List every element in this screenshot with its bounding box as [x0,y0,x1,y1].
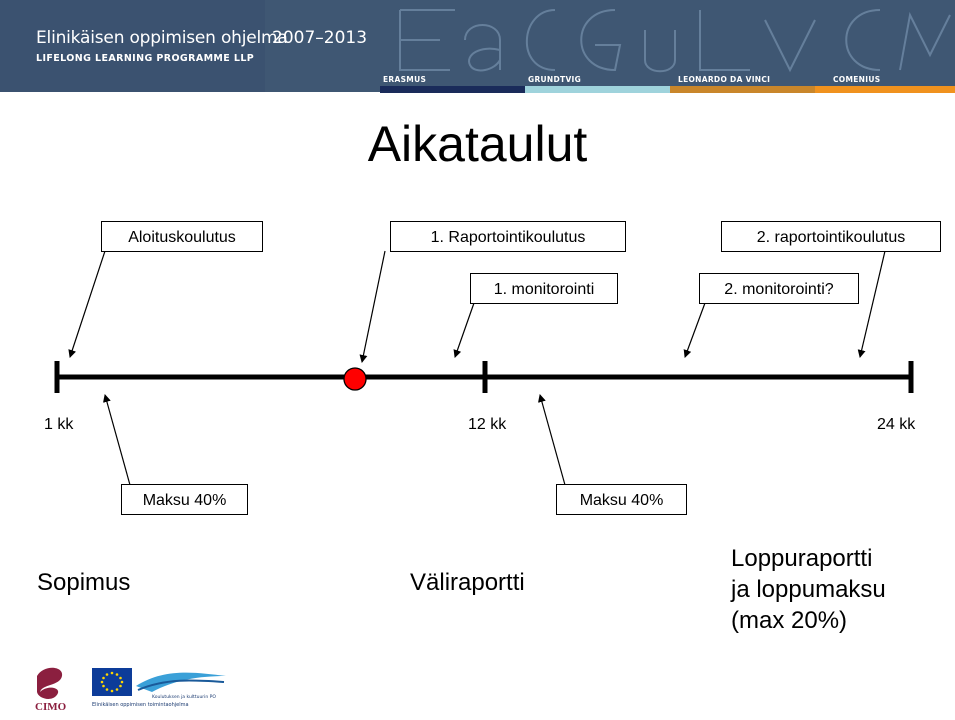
band-label-leonardo: LEONARDO DA VINCI [678,75,771,84]
callout-monitorointi-2: 2. monitorointi? [699,273,859,304]
band-erasmus [380,86,525,93]
band-grundtvig [525,86,670,93]
phase-loppuraportti-line2: ja loppumaksu [731,576,886,603]
cimo-logo-icon [37,667,63,699]
programme-header: Elinikäisen oppimisen ohjelma LIFELONG L… [0,0,955,93]
callout-raportointikoulutus-1: 1. Raportointikoulutus [390,221,626,252]
arrow-maksu2 [538,394,566,486]
phase-valiraportti: Väliraportti [410,569,525,596]
callout-monitorointi-1: 1. monitorointi [470,273,618,304]
arrow-aloituskoulutus [68,250,106,358]
eu-stars-icon [100,671,124,693]
callout-maksu-2: Maksu 40% [556,484,687,515]
arrow-maksu1 [103,394,131,486]
programme-name-en: LIFELONG LEARNING PROGRAMME LLP [36,53,255,64]
band-comenius [815,86,955,93]
band-label-comenius: COMENIUS [833,75,881,84]
footer-logos: CIMO Koulutuksen ja kulttuurin PO Elinik… [34,662,234,717]
callout-raportointikoulutus-2: 2. raportointikoulutus [721,221,941,252]
phase-loppuraportti-line3: (max 20%) [731,607,848,634]
llp-swoosh-icon [136,672,226,692]
arrow-raportointi1 [359,250,386,363]
tick-label-mid: 12 kk [468,416,507,433]
band-leonardo [670,86,815,93]
cimo-eu-logo: CIMO Koulutuksen ja kulttuurin PO Elinik… [35,667,226,713]
eu-caption-2: Elinikäisen oppimisen toimintaohjelma [92,702,189,708]
callout-maksu-1: Maksu 40% [121,484,248,515]
band-label-erasmus: ERASMUS [383,75,427,84]
page-title: Aikataulut [367,116,588,172]
tick-label-start: 1 kk [44,416,74,433]
phase-sopimus: Sopimus [37,569,131,596]
programme-name-fi: Elinikäisen oppimisen ohjelma [36,28,288,48]
arrow-monitorointi1 [453,302,475,358]
cimo-wordmark: CIMO [35,701,67,712]
decorative-lettering [399,9,951,73]
tick-label-end: 24 kk [877,416,916,433]
arrow-raportointi2 [857,250,886,358]
band-label-grundtvig: GRUNDTVIG [528,75,582,84]
phase-loppuraportti-line1: Loppuraportti [731,545,873,572]
callout-aloituskoulutus: Aloituskoulutus [101,221,263,252]
programme-years: 2007–2013 [272,28,368,48]
programme-name-panel [0,0,265,92]
phase-loppuraportti: Loppuraportti ja loppumaksu (max 20%) [731,543,886,636]
timeline-marker [343,367,367,391]
eu-caption-1: Koulutuksen ja kulttuurin PO [152,694,216,700]
arrow-monitorointi2 [683,302,706,358]
